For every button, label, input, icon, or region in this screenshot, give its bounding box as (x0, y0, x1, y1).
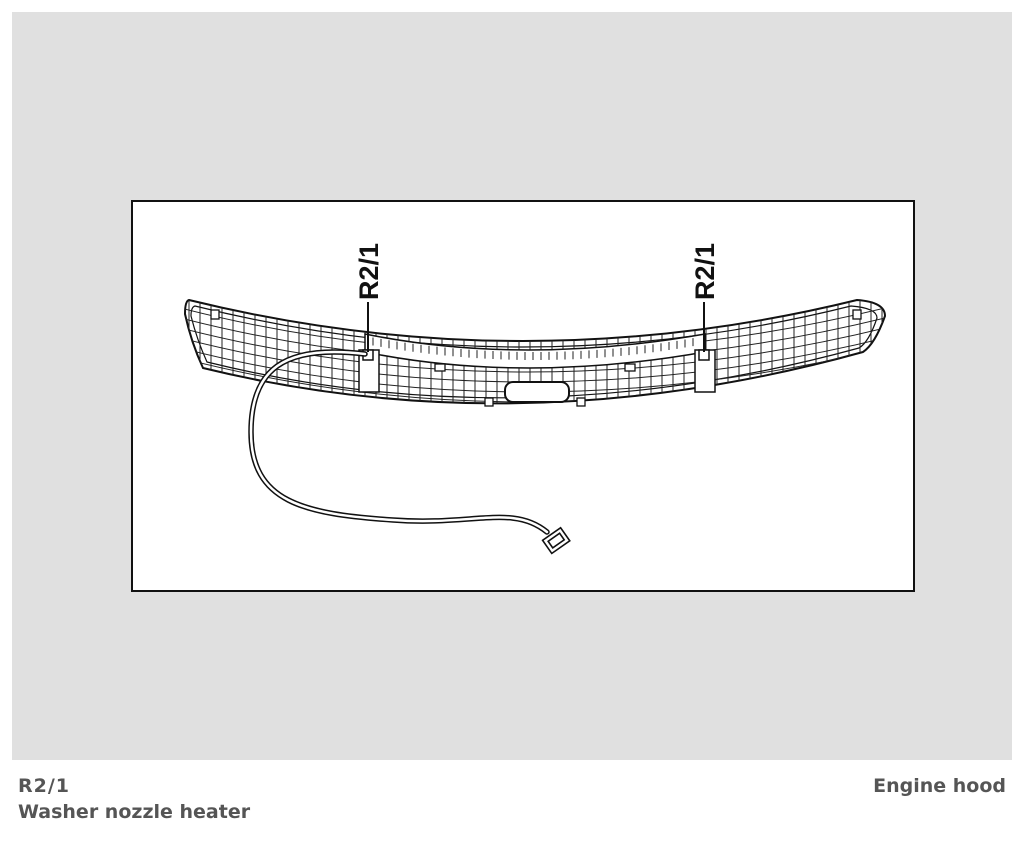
grille-diagram: R2/1 R2/1 (183, 243, 887, 555)
component-name: Washer nozzle heater (18, 801, 251, 823)
right-callout-label: R2/1 (690, 243, 720, 300)
center-emblem-slot (504, 381, 570, 403)
component-location: Engine hood (873, 775, 1006, 797)
left-callout-label: R2/1 (354, 243, 384, 300)
band-slats (372, 337, 694, 360)
component-code: R2/1 (18, 775, 71, 797)
figure-background: R2/1 R2/1 (12, 12, 1012, 760)
clip-tabs (210, 309, 862, 407)
heater-cable-core (249, 350, 549, 534)
cable-connector (541, 526, 571, 555)
diagram-frame: R2/1 R2/1 (131, 200, 915, 592)
